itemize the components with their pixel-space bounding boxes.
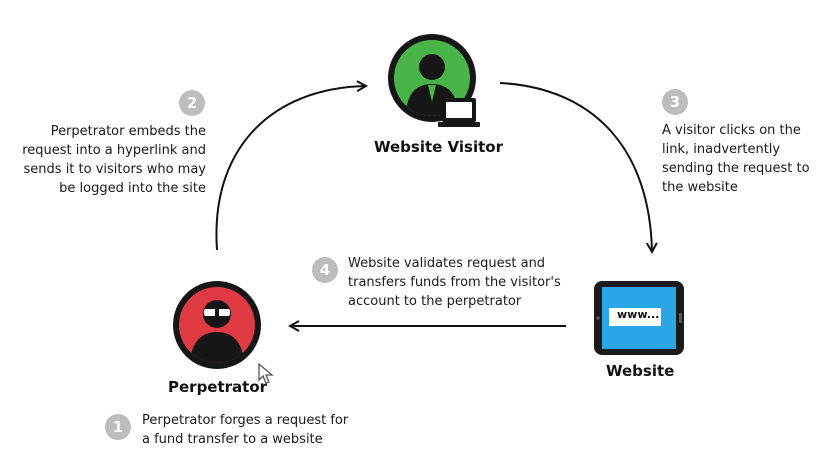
perpetrator-label: Perpetrator (168, 378, 268, 396)
step-2-text: Perpetrator embeds the request into a hy… (22, 124, 206, 196)
tablet-browser-icon (594, 281, 684, 355)
step-1-badge: 1 (105, 414, 131, 440)
person-with-laptop-icon (388, 34, 480, 127)
step-4-text: Website validates request and transfers … (348, 256, 561, 309)
step-3-text: A visitor clicks on the link, inadverten… (662, 123, 810, 195)
mouse-cursor-icon (258, 362, 274, 384)
website-screen-text: www... (617, 308, 660, 321)
arrow-visitor-to-website (499, 82, 652, 252)
step-2-badge: 2 (179, 90, 205, 116)
website-label: Website (606, 362, 675, 380)
arrow-perpetrator-to-visitor (215, 86, 366, 251)
step-4-badge: 4 (312, 257, 338, 283)
step-3-badge: 3 (662, 89, 688, 115)
masked-hacker-icon (173, 281, 261, 369)
step-1-text: Perpetrator forges a request for a fund … (142, 413, 349, 447)
visitor-label: Website Visitor (374, 138, 503, 156)
